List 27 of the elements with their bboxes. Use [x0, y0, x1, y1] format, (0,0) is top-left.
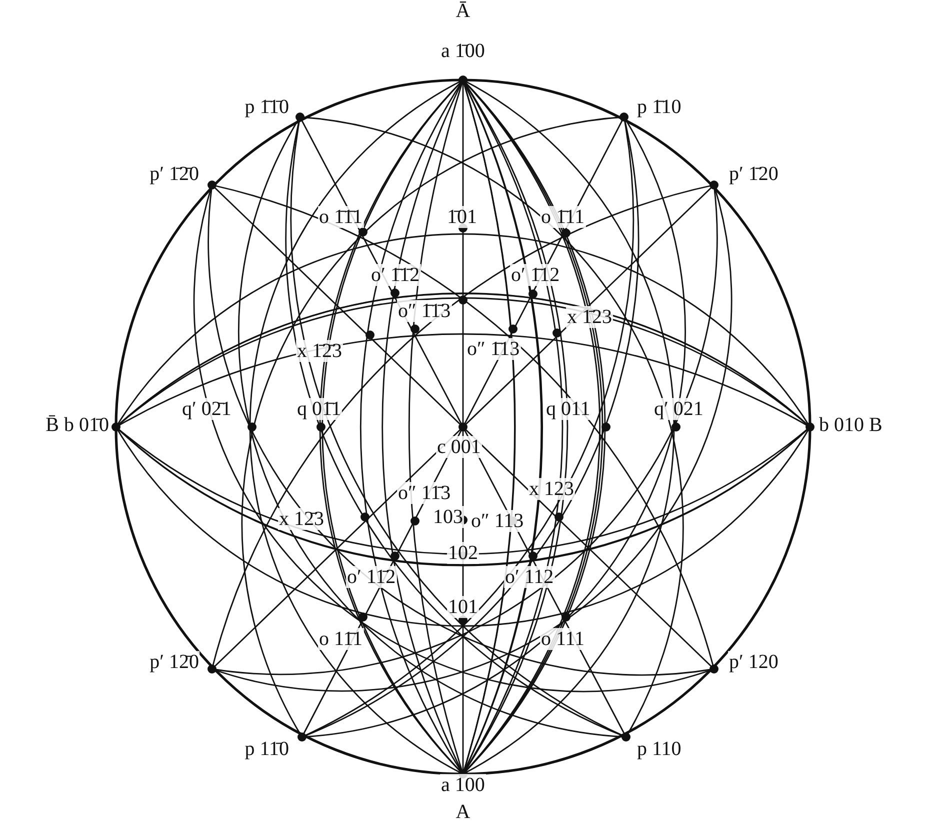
pole-label: o 111 — [540, 628, 586, 650]
pole-label: o′ 1̄1̄2 — [370, 264, 421, 286]
pole-label: x 1̄2̄3 — [296, 340, 343, 362]
pole-label: q′ 021 — [653, 398, 704, 420]
pole-label: x 123 — [528, 478, 575, 500]
pole-label: 101 — [447, 596, 479, 618]
pole-label: o″ 1̄1̄3 — [397, 300, 452, 322]
pole-label: 103 — [432, 506, 464, 528]
pole-label: x 12̄3 — [278, 508, 325, 530]
pole-label: 1̄01 — [446, 206, 478, 228]
pole-label: o″ 1̄13 — [466, 338, 521, 360]
pole-label: q 01̄1 — [296, 398, 342, 420]
pole-label: p′ 120 — [728, 651, 780, 673]
pole-label: o′ 11̄2 — [346, 566, 397, 588]
pole-label: p′ 12̄0 — [148, 651, 200, 673]
pole-label: o′ 112 — [504, 566, 555, 588]
pole-label: c 001 — [436, 436, 482, 458]
pole-label: o 1̄11 — [540, 206, 586, 228]
pole-label: o″ 11̄3 — [397, 482, 452, 504]
pole-label: x 1̄23 — [566, 306, 613, 328]
pole-label: o 1̄1̄1 — [318, 206, 364, 228]
pole-label: q′ 02̄1 — [181, 398, 232, 420]
pole-label: o′ 1̄12 — [510, 264, 561, 286]
pole-label: o 11̄1 — [318, 628, 364, 650]
pole-label: 102 — [447, 542, 479, 564]
pole-label: q 011 — [545, 398, 592, 420]
pole-label: o″ 113 — [470, 510, 525, 532]
